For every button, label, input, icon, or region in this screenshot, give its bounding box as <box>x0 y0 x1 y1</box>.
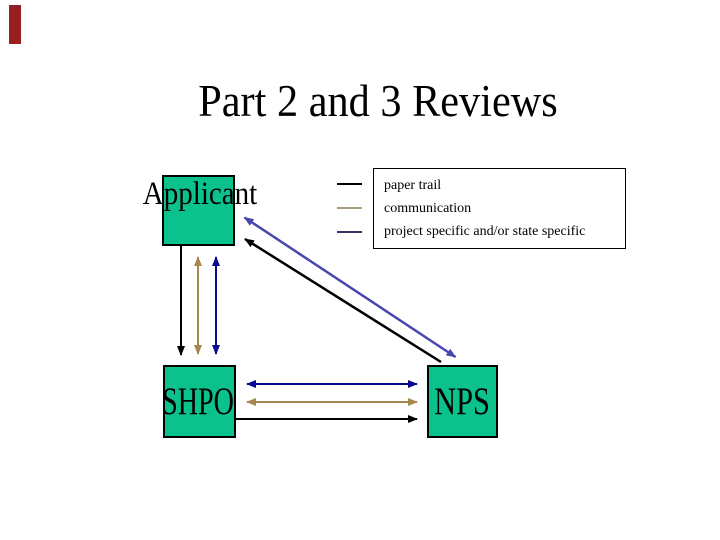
legend-box: paper trail communication project specif… <box>373 168 626 249</box>
legend-line-paper-trail-icon <box>337 183 362 185</box>
node-shpo-label: SHPO <box>162 380 234 423</box>
corner-accent-bar <box>9 5 21 44</box>
arrow-nps-to-applicant-paper-trail <box>244 237 442 364</box>
legend-item-communication: communication <box>384 201 472 216</box>
legend-line-communication-icon <box>337 207 362 209</box>
arrow-applicant-nps-project-specific <box>243 216 457 359</box>
node-shpo-box <box>163 365 236 438</box>
node-nps-label: NPS <box>434 380 490 423</box>
legend-line-project-specific-icon <box>337 231 362 233</box>
slide-title: Part 2 and 3 Reviews <box>198 76 558 126</box>
legend-item-paper-trail: paper trail <box>384 178 442 193</box>
node-applicant-box <box>162 175 235 246</box>
legend-item-project-specific: project specific and/or state specific <box>384 224 586 239</box>
node-nps-box <box>427 365 498 438</box>
node-applicant-label: Applicant <box>142 176 258 212</box>
